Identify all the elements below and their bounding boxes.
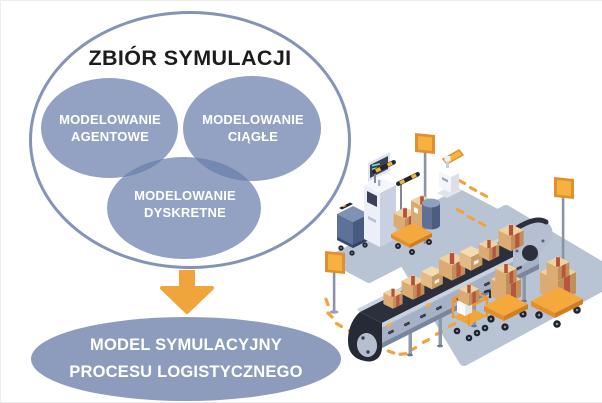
result-ellipse: MODEL SYMULACYJNY PROCESU LOGISTYCZNEGO bbox=[31, 317, 341, 401]
crate-stripe-bar bbox=[339, 202, 353, 210]
result-line-2: PROCESU LOGISTYCZNEGO bbox=[69, 363, 303, 381]
conveyor-nose bbox=[348, 312, 382, 362]
pallet-cart-large bbox=[531, 256, 583, 328]
kiosk-scan-window bbox=[367, 191, 377, 207]
sensor-bar-left bbox=[371, 159, 397, 183]
venn-label-ciagle: MODELOWANIE CIĄGŁE bbox=[202, 112, 304, 144]
hand-truck bbox=[451, 283, 492, 342]
scanner-kiosk bbox=[364, 152, 421, 247]
platform-cart bbox=[391, 195, 433, 255]
diagram-title: ZBIÓR SYMULACJI bbox=[88, 46, 292, 70]
down-arrow-icon bbox=[160, 270, 214, 314]
result-line-1: MODEL SYMULACYJNY bbox=[90, 336, 282, 354]
venn-ellipse-dyskretne bbox=[107, 157, 261, 259]
hand-truck-handle bbox=[483, 289, 492, 299]
venn-label-agentowe: MODELOWANIE AGENTOWE bbox=[59, 112, 161, 144]
barrel bbox=[422, 198, 440, 230]
label-printer bbox=[437, 156, 463, 198]
sensor-bar-right bbox=[395, 171, 421, 228]
warehouse-sign-left bbox=[325, 251, 345, 314]
venn-label-dyskretne: MODELOWANIE DYSKRETNE bbox=[134, 188, 236, 220]
logistics-illustration bbox=[323, 133, 602, 366]
pallet-cart bbox=[484, 263, 528, 331]
